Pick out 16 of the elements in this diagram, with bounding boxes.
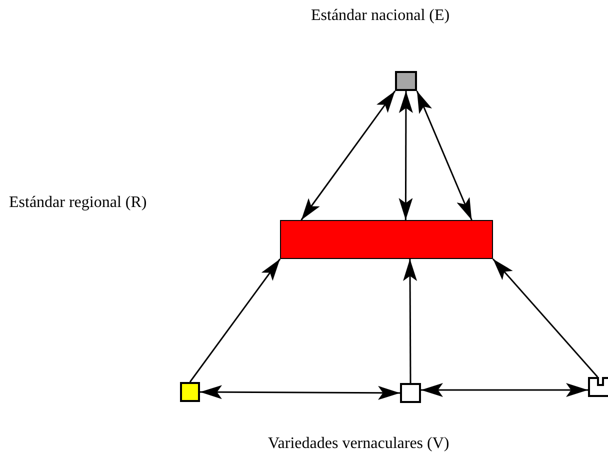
arrow <box>189 258 281 382</box>
arrow <box>300 90 396 220</box>
arrow <box>200 385 400 400</box>
square-marker <box>180 382 200 402</box>
square-marker <box>395 71 417 91</box>
level-label: Variedades vernaculares (V) <box>268 434 450 454</box>
arrow <box>403 259 418 383</box>
level-label: Estándar regional (R) <box>9 193 147 213</box>
arrow <box>398 91 413 220</box>
arrow <box>421 383 588 397</box>
square-marker <box>400 383 421 403</box>
bar-marker <box>280 220 493 259</box>
level-label: Estándar nacional (E) <box>311 6 450 26</box>
arrow <box>492 258 598 378</box>
arrow <box>416 90 472 220</box>
notched-square-marker <box>588 377 608 397</box>
